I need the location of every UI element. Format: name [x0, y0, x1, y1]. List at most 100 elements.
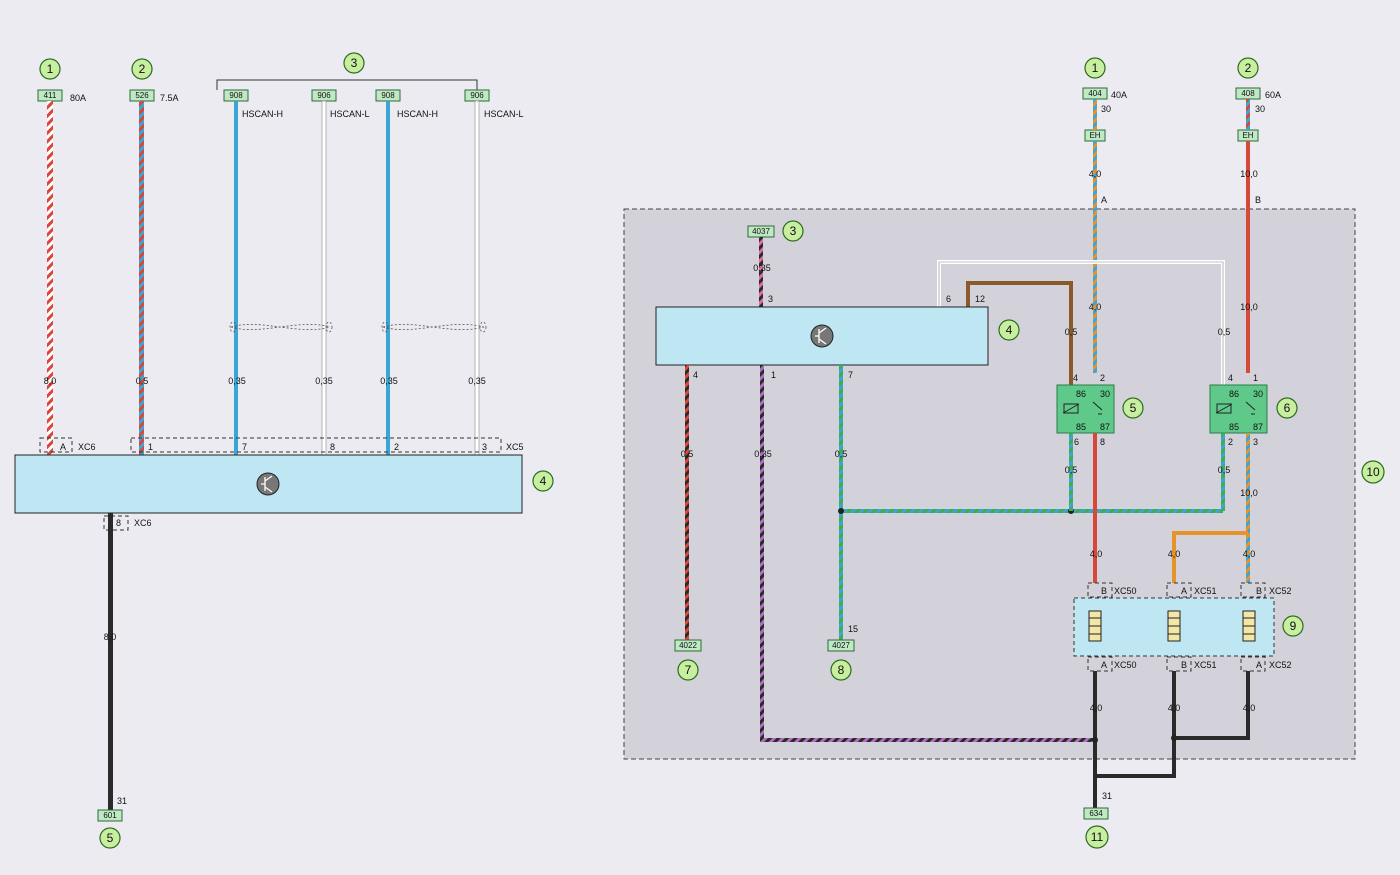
svg-text:10: 10 — [1366, 465, 1380, 479]
wire-size-label: 4,0 — [1243, 549, 1256, 559]
fuse-icon — [1242, 610, 1256, 642]
wire-blue — [1246, 433, 1250, 583]
svg-text:85: 85 — [1229, 422, 1239, 432]
connector-xc51-bottom — [1166, 656, 1192, 672]
svg-text:85: 85 — [1076, 422, 1086, 432]
svg-text:3: 3 — [790, 224, 797, 238]
connector-xc50-bottom — [1087, 656, 1113, 672]
svg-text:4: 4 — [1228, 373, 1233, 383]
svg-text:526: 526 — [135, 91, 149, 100]
callout-8: 8 — [830, 659, 852, 681]
callout-5: 5 — [1122, 397, 1144, 419]
wire-green-blue — [839, 365, 843, 640]
connector-xc52-top — [1240, 582, 1266, 598]
pin-b: B — [1181, 660, 1187, 670]
wire-ground — [1174, 671, 1250, 740]
pin-7: 7 — [242, 442, 247, 452]
pin-30: 30 — [1101, 104, 1111, 114]
svg-text:3: 3 — [1253, 437, 1258, 447]
svg-text:906: 906 — [317, 91, 331, 100]
pin-4: 4 — [693, 370, 698, 380]
svg-text:30: 30 — [1253, 389, 1263, 399]
wire-size-label: 4,0 — [1090, 549, 1103, 559]
wire-size-label: 0,35 — [228, 376, 246, 386]
wire-size-label: 0,35 — [315, 376, 333, 386]
svg-text:EH: EH — [1242, 131, 1253, 140]
svg-text:2: 2 — [1228, 437, 1233, 447]
wire-orange — [1172, 531, 1248, 583]
svg-text:1: 1 — [1253, 373, 1258, 383]
wire-size-label: 4,0 — [1168, 549, 1181, 559]
left-diagram: 1 2 3 411 80A 526 7.5A 908 906 908 906 H… — [14, 52, 554, 849]
connector-label-xc51: XC51 — [1194, 586, 1217, 596]
bus-label-hscan-l: HSCAN-L — [330, 109, 370, 119]
twisted-pair-mark — [381, 321, 487, 333]
wire-white-outline — [938, 261, 1224, 385]
pin-a: A — [1256, 660, 1262, 670]
callout-7: 7 — [677, 659, 699, 681]
wire-size-label: 10,0 — [1240, 488, 1258, 498]
relay-6: 86 30 85 87 4 1 2 3 — [1209, 373, 1268, 447]
tag-601: 601 — [97, 809, 123, 822]
tag-908: 908 — [375, 89, 401, 102]
svg-text:2: 2 — [1100, 373, 1105, 383]
wire-size-label: 0,5 — [1218, 465, 1231, 475]
callout-3: 3 — [216, 52, 478, 90]
svg-text:86: 86 — [1229, 389, 1239, 399]
connector-xc6 — [39, 437, 73, 453]
svg-text:2: 2 — [139, 62, 146, 76]
svg-text:8: 8 — [1100, 437, 1105, 447]
fuse-icon — [1167, 610, 1181, 642]
wire-pink-black — [759, 237, 763, 307]
wire-size-label: 8,0 — [104, 632, 117, 642]
pin-2: 2 — [394, 442, 399, 452]
wire-size-label: 0,35 — [468, 376, 486, 386]
wire-orange-blue — [1093, 141, 1097, 373]
svg-text:4: 4 — [540, 474, 547, 488]
pin-a: A — [1101, 660, 1107, 670]
pin-7: 7 — [848, 370, 853, 380]
svg-text:11: 11 — [1091, 830, 1104, 844]
wire-orange-blue — [1093, 99, 1097, 130]
connector-label-xc52: XC52 — [1269, 586, 1292, 596]
wire-size-label: 4,0 — [1168, 703, 1181, 713]
wire-size-label: 0,35 — [754, 449, 772, 459]
svg-text:EH: EH — [1089, 131, 1100, 140]
svg-text:906: 906 — [470, 91, 484, 100]
pin-b: B — [1256, 586, 1262, 596]
tag-906: 906 — [311, 89, 337, 102]
transistor-icon — [810, 324, 834, 348]
pin-1: 1 — [771, 370, 776, 380]
wire-red-black — [685, 365, 689, 640]
wire-hscan-l — [321, 100, 327, 456]
pin-15: 15 — [848, 624, 858, 634]
connector-label-xc50: XC50 — [1114, 586, 1137, 596]
callout-2: 2 — [1237, 57, 1259, 79]
tag-526: 526 — [129, 89, 155, 102]
svg-text:634: 634 — [1089, 809, 1103, 818]
wire-ground — [1095, 671, 1176, 778]
callout-4: 4 — [532, 470, 554, 492]
svg-text:908: 908 — [229, 91, 243, 100]
fuse-7-5a: 7.5A — [160, 93, 179, 103]
connector-label-xc51: XC51 — [1194, 660, 1217, 670]
wire-green-blue — [1069, 433, 1073, 511]
wire-red — [1246, 141, 1250, 373]
callout-2: 2 — [131, 58, 153, 80]
connector-label-xc6: XC6 — [78, 442, 96, 452]
tag-4027: 4027 — [827, 639, 855, 652]
wire-size-label: 8,0 — [44, 376, 57, 386]
connector-xc52-bottom — [1240, 656, 1266, 672]
junction-dot — [838, 508, 844, 514]
callout-1: 1 — [1084, 57, 1106, 79]
pin-a: A — [60, 442, 66, 452]
wire-blue-red — [139, 101, 144, 455]
wire-size-label: 4,0 — [1090, 703, 1103, 713]
tag-411: 411 — [37, 89, 63, 102]
connector-label-xc6: XC6 — [134, 518, 152, 528]
svg-text:3: 3 — [351, 56, 358, 70]
callout-10: 10 — [1361, 460, 1385, 484]
pin-8: 8 — [116, 518, 121, 528]
callout-4: 4 — [998, 319, 1020, 341]
